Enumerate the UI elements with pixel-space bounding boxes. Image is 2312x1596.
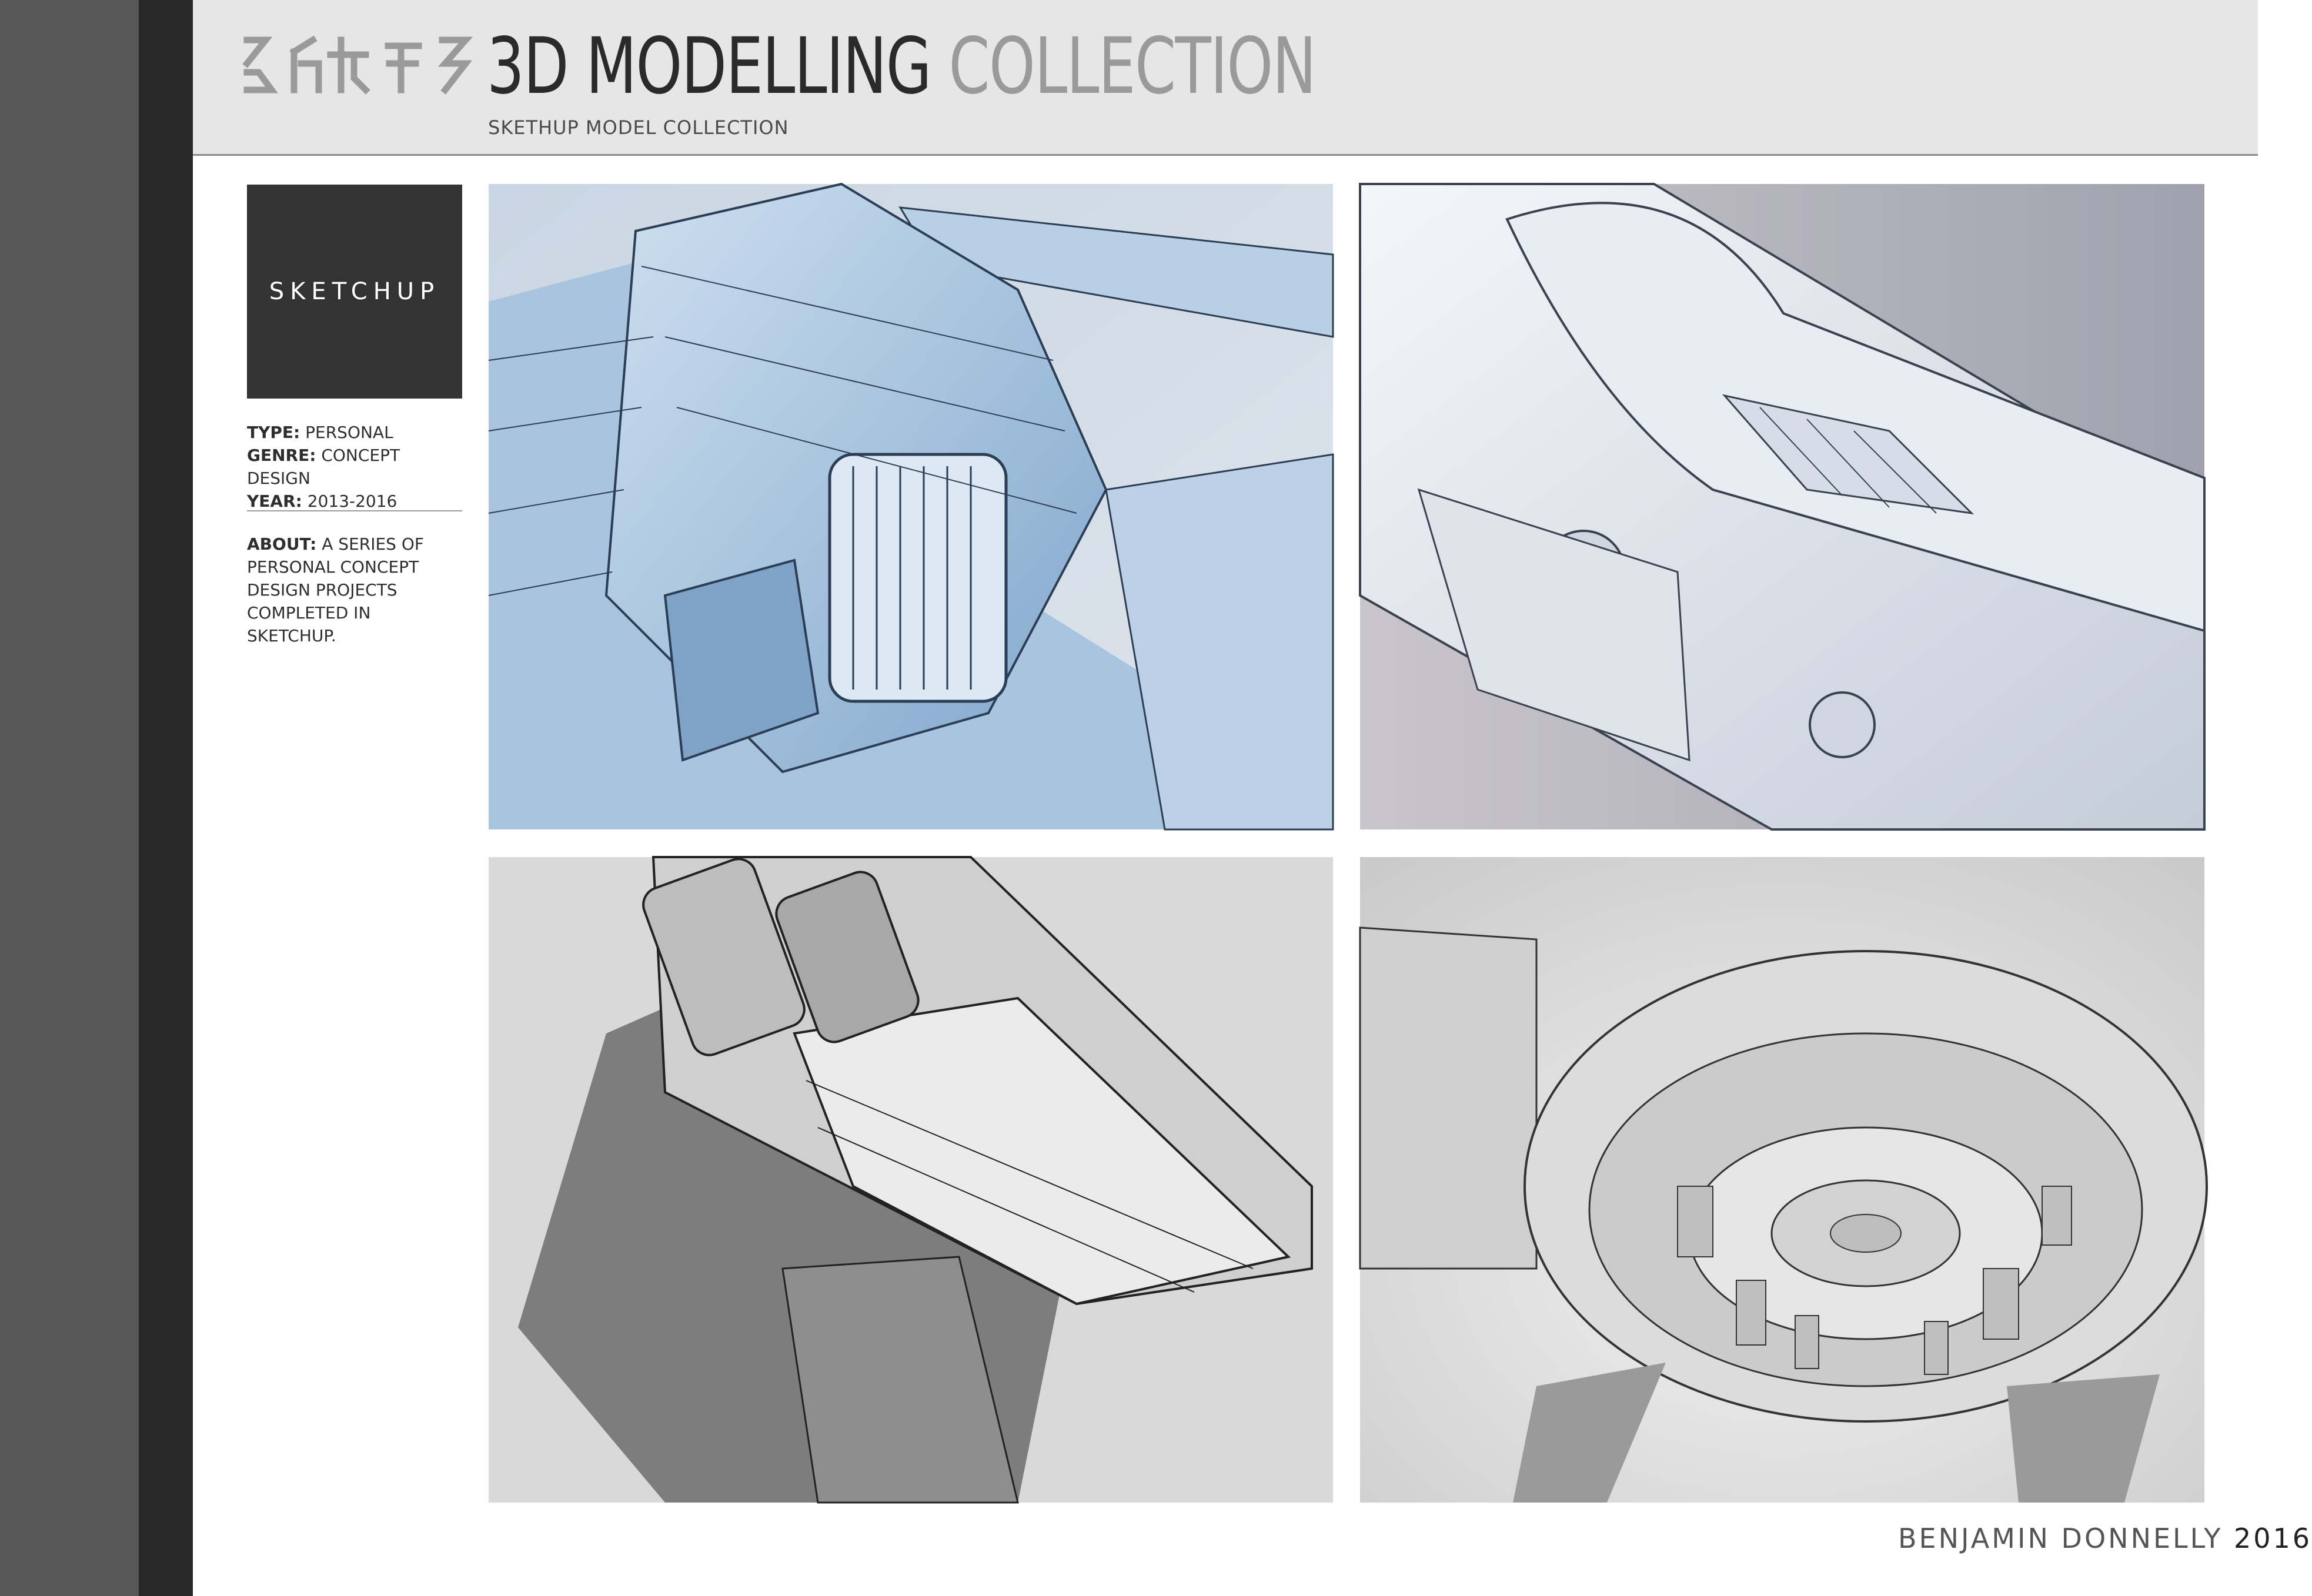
- spaceship-render-grey: [489, 856, 1333, 1504]
- meta-type: TYPE: PERSONAL: [247, 421, 465, 444]
- page-title: 3D MODELLING COLLECTION: [487, 21, 1317, 112]
- spaceship-render-white: [1359, 183, 2206, 831]
- footer-author: BENJAMIN DONNELLY: [1898, 1523, 2223, 1554]
- software-badge: SKETCHUP: [247, 185, 462, 399]
- render-blue-art: [488, 182, 1334, 831]
- page-header: 3D MODELLING COLLECTION SKETHUP MODEL CO…: [193, 0, 2258, 156]
- meta-type-value: PERSONAL: [305, 423, 393, 442]
- meta-genre-value: CONCEPT DESIGN: [247, 446, 400, 488]
- meta-year-value: 2013-2016: [307, 491, 397, 511]
- sidebar-stripe-dark: [139, 0, 193, 1596]
- title-accent: COLLECTION: [948, 21, 1316, 112]
- meta-genre: GENRE: CONCEPT DESIGN: [247, 444, 465, 490]
- render-grey-art: [489, 856, 1333, 1504]
- project-meta: TYPE: PERSONAL GENRE: CONCEPT DESIGN YEA…: [247, 421, 465, 513]
- meta-divider: [247, 510, 462, 511]
- about-section: ABOUT: A SERIES OF PERSONAL CONCEPT DESI…: [247, 533, 441, 647]
- meta-genre-label: GENRE:: [247, 446, 316, 465]
- badge-label: SKETCHUP: [269, 278, 440, 305]
- meta-year: YEAR: 2013-2016: [247, 490, 465, 513]
- title-main: 3D MODELLING: [487, 21, 932, 112]
- about-label: ABOUT:: [247, 534, 317, 554]
- spaceship-render-blue: [488, 182, 1334, 831]
- page-subtitle: SKETHUP MODEL COLLECTION: [488, 116, 789, 139]
- render-station-art: [1359, 857, 2208, 1503]
- meta-type-label: TYPE:: [247, 423, 300, 442]
- render-white-art: [1359, 183, 2206, 831]
- meta-year-label: YEAR:: [247, 491, 302, 511]
- sidebar-stripe-mid: [0, 0, 139, 1596]
- alien-glyph-logo: [242, 35, 473, 95]
- footer-credit: BENJAMIN DONNELLY 2016: [1898, 1518, 2310, 1559]
- footer-year: 2016: [2233, 1523, 2312, 1554]
- about-text: A SERIES OF PERSONAL CONCEPT DESIGN PROJ…: [247, 534, 424, 645]
- station-render-cutaway: [1359, 857, 2208, 1503]
